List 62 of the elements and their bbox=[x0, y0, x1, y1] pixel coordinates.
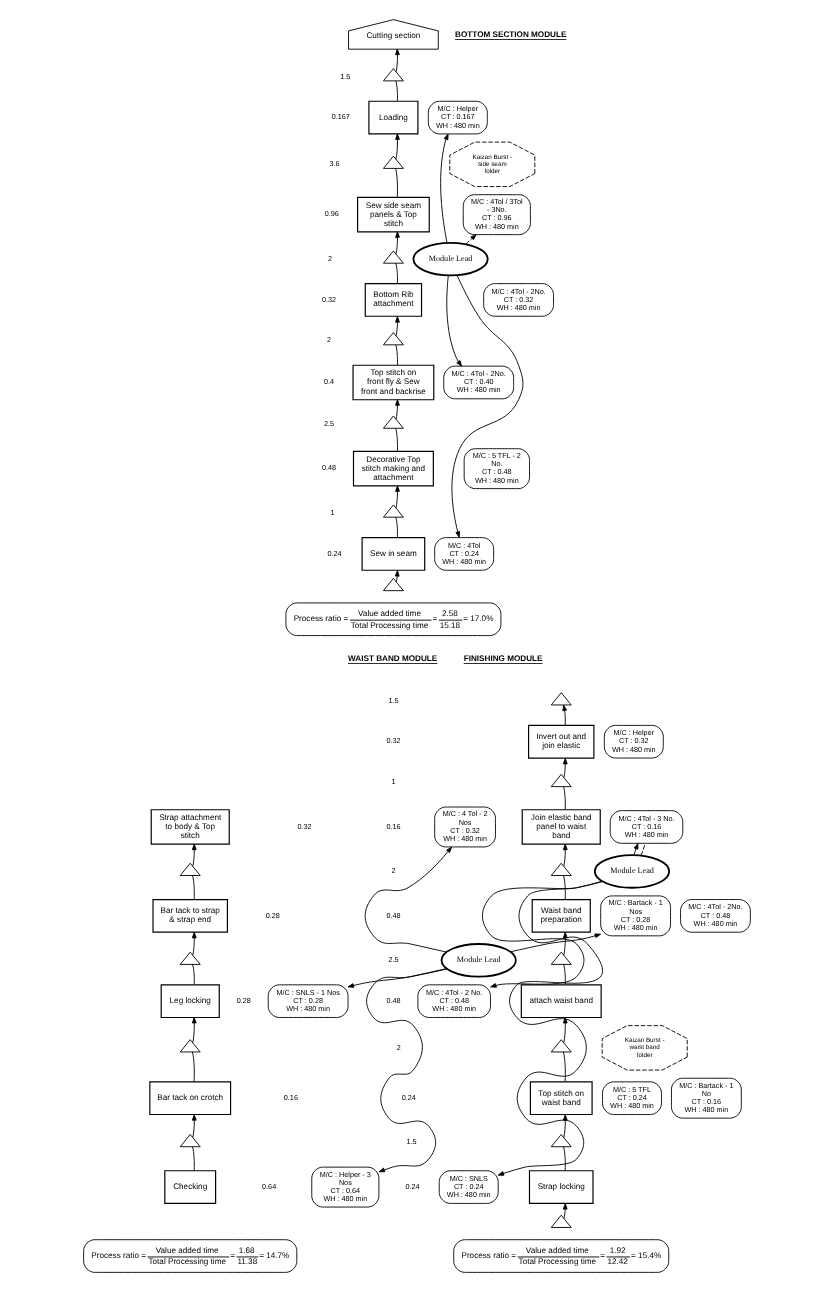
arrow bbox=[562, 1114, 568, 1138]
arrow bbox=[562, 843, 568, 867]
connector bbox=[563, 1146, 566, 1172]
node-triangle bbox=[550, 1039, 572, 1053]
connector bbox=[395, 167, 398, 198]
arrow bbox=[395, 231, 400, 255]
connector bbox=[192, 1146, 195, 1172]
node-triangle bbox=[383, 155, 404, 169]
arrow bbox=[562, 704, 567, 726]
node-triangle bbox=[550, 1214, 572, 1228]
connector bbox=[640, 843, 646, 856]
node-triangle bbox=[383, 504, 404, 518]
node-triangle bbox=[383, 250, 404, 264]
node-triangle bbox=[550, 862, 572, 876]
connector bbox=[563, 875, 566, 900]
node-triangle bbox=[179, 951, 201, 965]
connector bbox=[562, 1051, 566, 1082]
arrow bbox=[191, 1017, 197, 1044]
node-triangle bbox=[550, 951, 572, 965]
arrow bbox=[562, 758, 568, 778]
node-triangle bbox=[179, 1039, 201, 1053]
connector bbox=[563, 964, 566, 985]
arrow bbox=[446, 275, 462, 367]
arrow bbox=[394, 570, 400, 583]
arrow bbox=[510, 933, 602, 953]
arrow bbox=[562, 1017, 568, 1044]
connector bbox=[192, 964, 195, 985]
arrow bbox=[482, 881, 604, 988]
arrow bbox=[440, 133, 449, 243]
arrow bbox=[633, 843, 639, 856]
arrow bbox=[364, 846, 452, 953]
connector bbox=[563, 786, 566, 810]
node-triangle bbox=[179, 862, 201, 876]
connector bbox=[395, 262, 398, 284]
connector bbox=[395, 516, 398, 538]
arrow bbox=[191, 843, 197, 867]
node-triangle bbox=[550, 692, 572, 706]
connector bbox=[395, 80, 398, 102]
arrow bbox=[562, 1203, 568, 1219]
arrow bbox=[395, 399, 400, 420]
node-triangle bbox=[383, 332, 404, 346]
arrow bbox=[347, 968, 448, 988]
arrow bbox=[497, 880, 603, 1176]
arrow bbox=[395, 485, 400, 509]
connector bbox=[395, 344, 398, 366]
arrow bbox=[191, 931, 197, 956]
arrow bbox=[395, 48, 400, 73]
arrow bbox=[451, 274, 524, 538]
connector bbox=[191, 1051, 195, 1082]
arrow bbox=[562, 931, 568, 956]
node-triangle bbox=[179, 1134, 201, 1148]
connector bbox=[395, 428, 398, 452]
node-triangle bbox=[383, 415, 404, 429]
node-triangle bbox=[383, 68, 404, 82]
arrow bbox=[395, 133, 400, 160]
node-triangle bbox=[550, 1134, 572, 1148]
arrow bbox=[465, 234, 477, 245]
node-triangle bbox=[550, 773, 572, 788]
arrow bbox=[395, 316, 400, 337]
connector bbox=[192, 875, 195, 900]
arrow bbox=[191, 1114, 197, 1138]
arrow bbox=[366, 968, 447, 1173]
